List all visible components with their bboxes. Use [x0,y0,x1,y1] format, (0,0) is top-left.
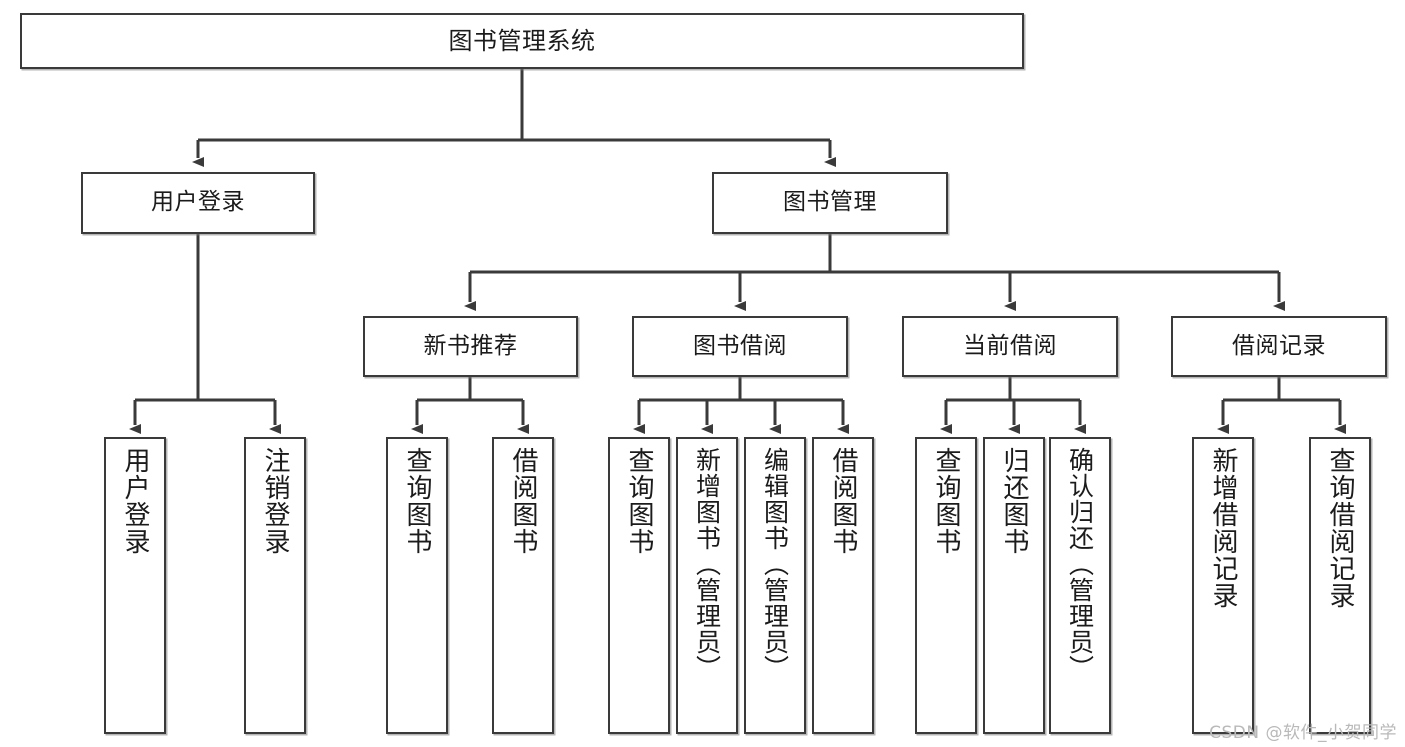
node-label: 新增图书（管理员） [692,447,722,681]
node-label: 查询借阅记录 [1325,447,1356,609]
node-current-borrow[interactable]: 当前借阅 [902,316,1118,377]
node-label: 归还图书 [999,447,1030,555]
node-label: 借阅记录 [1232,332,1326,359]
node-borrow-record[interactable]: 借阅记录 [1171,316,1387,377]
leaf-current-borrow-query-book[interactable]: 查询图书 [915,437,977,734]
leaf-new-book-borrow-book[interactable]: 借阅图书 [492,437,554,734]
node-label: 借阅图书 [828,447,859,555]
node-book-management[interactable]: 图书管理 [712,172,948,234]
leaf-current-borrow-confirm-return-admin[interactable]: 确认归还（管理员） [1049,437,1111,734]
node-label: 用户登录 [120,447,151,555]
node-user-login[interactable]: 用户登录 [81,172,315,234]
leaf-book-borrow-add-book-admin[interactable]: 新增图书（管理员） [676,437,738,734]
node-label: 编辑图书（管理员） [760,447,790,681]
leaf-user-login-logout[interactable]: 注销登录 [244,437,306,734]
node-label: 图书借阅 [693,332,787,359]
leaf-book-borrow-edit-book-admin[interactable]: 编辑图书（管理员） [744,437,806,734]
leaf-book-borrow-query-book[interactable]: 查询图书 [608,437,670,734]
leaf-borrow-record-add-record[interactable]: 新增借阅记录 [1192,437,1254,734]
node-label: 查询图书 [624,447,655,555]
node-label: 当前借阅 [963,332,1057,359]
node-label: 查询图书 [931,447,962,555]
leaf-current-borrow-return-book[interactable]: 归还图书 [983,437,1045,734]
node-label: 新书推荐 [423,332,518,359]
leaf-borrow-record-query-record[interactable]: 查询借阅记录 [1309,437,1371,734]
node-label: 图书管理系统 [448,26,596,55]
node-book-borrow[interactable]: 图书借阅 [632,316,848,377]
node-new-book-recommend[interactable]: 新书推荐 [363,316,578,377]
node-label: 查询图书 [402,447,433,555]
leaf-new-book-query-book[interactable]: 查询图书 [386,437,448,734]
node-label: 注销登录 [260,447,291,555]
node-root-system[interactable]: 图书管理系统 [20,13,1024,69]
leaf-user-login-login[interactable]: 用户登录 [104,437,166,734]
csdn-watermark: CSDN @软件_小贺同学 [1209,723,1397,743]
leaf-book-borrow-borrow-book[interactable]: 借阅图书 [812,437,874,734]
node-label: 新增借阅记录 [1208,447,1239,609]
node-label: 借阅图书 [508,447,539,555]
node-label: 用户登录 [151,189,245,216]
node-label: 确认归还（管理员） [1065,447,1095,681]
node-label: 图书管理 [783,189,877,216]
